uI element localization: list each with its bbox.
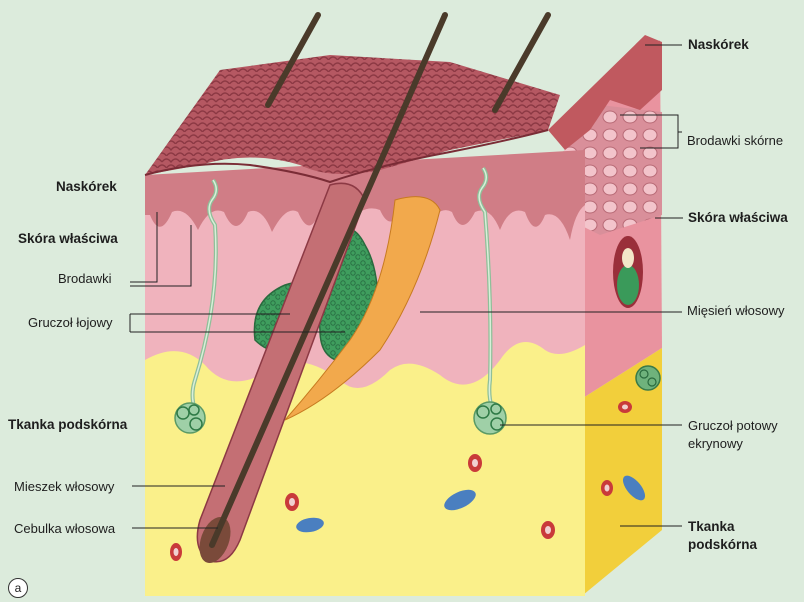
sweat-coil-right bbox=[474, 402, 506, 434]
label-tkanka-right-line2: podskórna bbox=[688, 537, 757, 552]
panel-letter-text: a bbox=[15, 581, 22, 595]
label-skora-wlasciwa-right: Skóra właściwa bbox=[688, 210, 788, 225]
label-brodawki: Brodawki bbox=[58, 271, 111, 286]
label-naskorek-right: Naskórek bbox=[688, 37, 749, 52]
panel-letter: a bbox=[8, 578, 28, 598]
label-tkanka-right-line1: Tkanka bbox=[688, 519, 735, 534]
label-gruczol-lojowy: Gruczoł łojowy bbox=[28, 315, 113, 330]
sweat-coil-side bbox=[636, 366, 660, 390]
label-cebulka-wlosowa: Cebulka włosowa bbox=[14, 521, 115, 536]
label-miesien-wlosowy: Mięsień włosowy bbox=[687, 303, 785, 318]
sweat-coil-left bbox=[175, 403, 205, 433]
label-naskorek-left: Naskórek bbox=[56, 179, 117, 194]
label-mieszek-wlosowy: Mieszek włosowy bbox=[14, 479, 114, 494]
label-skora-wlasciwa-left: Skóra właściwa bbox=[18, 231, 118, 246]
label-brodawki-skorne: Brodawki skórne bbox=[687, 133, 783, 148]
label-tkanka-podskorna-left: Tkanka podskórna bbox=[8, 417, 127, 432]
label-gruczol-potowy-line2: ekrynowy bbox=[688, 436, 743, 451]
label-gruczol-potowy-line1: Gruczoł potowy bbox=[688, 418, 778, 433]
